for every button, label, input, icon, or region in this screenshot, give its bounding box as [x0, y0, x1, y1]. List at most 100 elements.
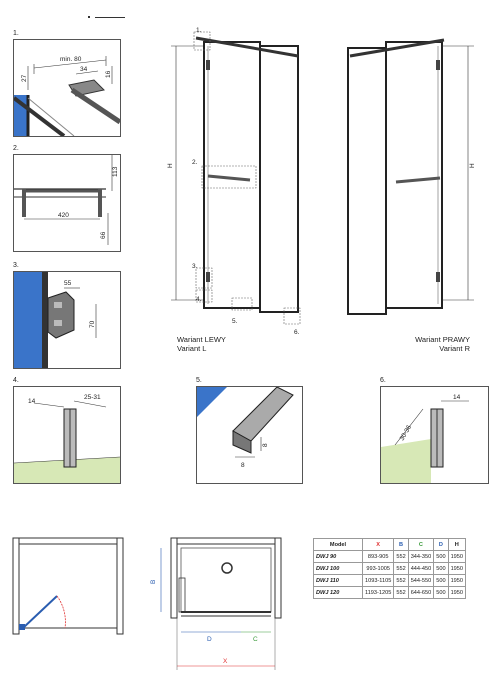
cell: 1093-1105	[361, 574, 395, 587]
cell: 1950	[447, 562, 467, 575]
detail-5-drawing: 8 8	[197, 387, 294, 469]
door-open	[22, 595, 58, 629]
callout-box-6	[283, 307, 301, 325]
header-dot	[88, 16, 90, 18]
elevation-left: H 1. 2. 3. 4. 5. 6.	[166, 27, 316, 336]
callout-6: 6.	[294, 329, 300, 336]
dim-d-label: D	[207, 636, 212, 643]
col-b: B	[393, 538, 409, 551]
dim-34: 34	[80, 66, 88, 73]
stabilizer-bar-right	[349, 38, 445, 58]
callout-box-1	[193, 31, 211, 51]
detail-4-panel: 14 25-31	[13, 386, 121, 484]
elevation-right-drawing: H	[347, 38, 476, 315]
variant-right-line2: Variant R	[439, 344, 470, 353]
dim-8-width: 8	[241, 462, 245, 469]
dim-27: 27	[21, 74, 28, 82]
wall-profile	[42, 272, 48, 368]
table-row: DWJ 90 893-905 552 344-350 500 1950	[313, 550, 467, 563]
dim-min80: min. 80	[60, 56, 82, 63]
callout-box-4	[195, 289, 213, 303]
callout-box-2	[201, 165, 257, 189]
dim-16: 16	[105, 70, 112, 78]
callout-2: 2.	[192, 159, 198, 166]
dim-55: 55	[64, 280, 72, 287]
dim-14-6: 14	[453, 394, 461, 401]
cell: 444-450	[407, 562, 435, 575]
support-bar	[14, 96, 66, 136]
cell: 1193-1205	[361, 586, 395, 599]
dim-25-31: 25-31	[84, 394, 101, 401]
height-label-left: H	[167, 163, 174, 168]
variant-left-caption: Wariant LEWY Variant L	[177, 335, 226, 353]
callout-box-5	[231, 297, 253, 311]
detail-1-panel: min. 80 34 16 27	[13, 39, 121, 137]
seal-profile	[232, 387, 294, 442]
dim-30-36: 30-36	[399, 424, 414, 442]
cell: 1950	[447, 586, 467, 599]
cell: 893-905	[361, 550, 395, 563]
glass-corner	[197, 387, 227, 417]
cell: 1950	[447, 574, 467, 587]
drain	[221, 562, 233, 574]
cell: 500	[433, 574, 449, 587]
door-panel-left	[259, 45, 299, 313]
detail-1-label: 1.	[13, 30, 19, 37]
dim-66: 66	[100, 231, 107, 239]
detail-2-label: 2.	[13, 145, 19, 152]
dimension-plan: B D C X	[145, 537, 285, 673]
dim-420: 420	[58, 212, 69, 219]
cell: DWJ 120	[313, 586, 363, 599]
wall-top	[12, 537, 124, 545]
callout-1: 1.	[196, 27, 202, 34]
col-c: C	[407, 538, 435, 551]
col-x: X	[361, 538, 395, 551]
detail-6-panel: 14 30-36	[380, 386, 489, 484]
fixed-panel-right	[385, 41, 443, 309]
callout-5: 5.	[232, 318, 238, 325]
dim-c-label: C	[253, 636, 258, 643]
detail-2-panel: 420 113 66	[13, 154, 121, 252]
cell: 500	[433, 550, 449, 563]
cell: 500	[433, 586, 449, 599]
hinge	[47, 291, 75, 339]
cell: 993-1005	[361, 562, 395, 575]
detail-1-drawing: min. 80 34 16 27	[14, 56, 120, 136]
elevation-right: H	[340, 28, 490, 328]
wall-glass	[14, 272, 42, 368]
detail-4-label: 4.	[13, 377, 19, 384]
dim-70: 70	[89, 320, 96, 328]
col-h: H	[447, 538, 467, 551]
floor-area-6	[381, 439, 431, 483]
wall-right	[116, 537, 124, 635]
dim-8-height: 8	[262, 443, 269, 447]
header-rule	[95, 17, 125, 18]
callout-3: 3.	[192, 263, 198, 270]
cell: 344-350	[407, 550, 435, 563]
dim-14: 14	[28, 398, 36, 405]
detail-5-panel: 8 8	[196, 386, 303, 484]
cell: 544-550	[407, 574, 435, 587]
cell: DWJ 90	[313, 550, 363, 563]
swing-arc	[56, 595, 66, 629]
variant-right-line1: Wariant PRAWY	[415, 335, 470, 344]
variant-left-line1: Wariant LEWY	[177, 335, 226, 344]
towel-bar-right	[395, 176, 441, 184]
dim-113: 113	[112, 166, 119, 177]
handle-left-post	[22, 189, 26, 217]
spec-table: Model X B C D H DWJ 90 893-905 552 344-3…	[313, 538, 467, 599]
detail-6-label: 6.	[380, 377, 386, 384]
wall-left	[12, 537, 20, 635]
cell: 1950	[447, 550, 467, 563]
door-swing-plan	[12, 537, 124, 638]
door-swing-drawing	[12, 537, 124, 635]
detail-4-drawing: 14 25-31	[14, 394, 120, 483]
handle-right-post	[98, 189, 102, 217]
variant-left-line2: Variant L	[177, 344, 207, 353]
detail-2-drawing: 420 113 66	[14, 155, 119, 245]
cell: 644-650	[407, 586, 435, 599]
stabilizer-bar-left	[195, 36, 299, 58]
cell: 500	[433, 562, 449, 575]
detail-3-label: 3.	[13, 262, 19, 269]
stabilizer-bar	[70, 87, 120, 125]
